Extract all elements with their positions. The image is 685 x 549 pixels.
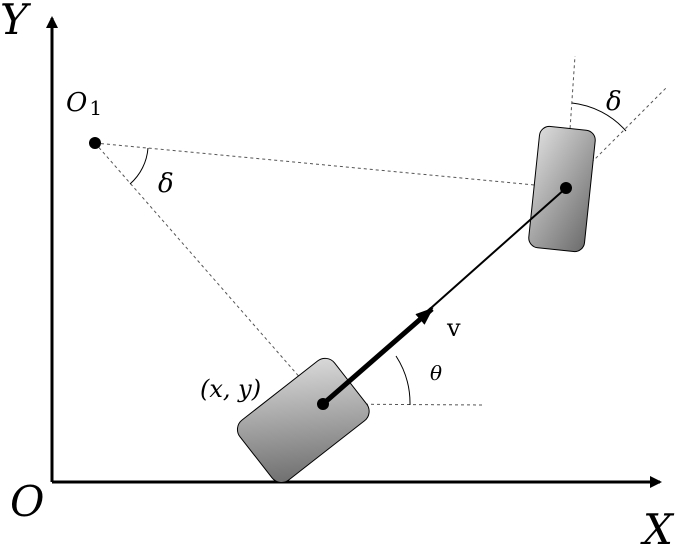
- delta-front-label: δ: [606, 87, 622, 117]
- delta-center-label: δ: [158, 169, 174, 199]
- x-axis-label: X: [640, 505, 675, 549]
- o1-subscript: 1: [89, 96, 102, 120]
- delta-front-arc: [571, 102, 627, 132]
- o1-letter: O: [66, 88, 87, 118]
- delta-center-arc: [129, 147, 149, 185]
- o1-to-front-wheel-line: [94, 142, 567, 189]
- front-wheel-vertical-guide: [565, 55, 576, 189]
- origin-label: O: [10, 477, 44, 526]
- rear-wheel: [236, 357, 370, 483]
- front-axle-point: [560, 182, 572, 194]
- rear-axle-point: [317, 398, 329, 410]
- y-axis-label: Y: [0, 0, 32, 44]
- theta-arc: [395, 355, 411, 406]
- theta-label: θ: [430, 361, 442, 385]
- rear-axle-coordinate-label: (x, y): [200, 375, 261, 403]
- velocity-arrow: [321, 307, 434, 406]
- o1-to-rear-wheel-line: [94, 142, 324, 405]
- velocity-label: v: [446, 314, 461, 342]
- instantaneous-center-point: [89, 137, 101, 149]
